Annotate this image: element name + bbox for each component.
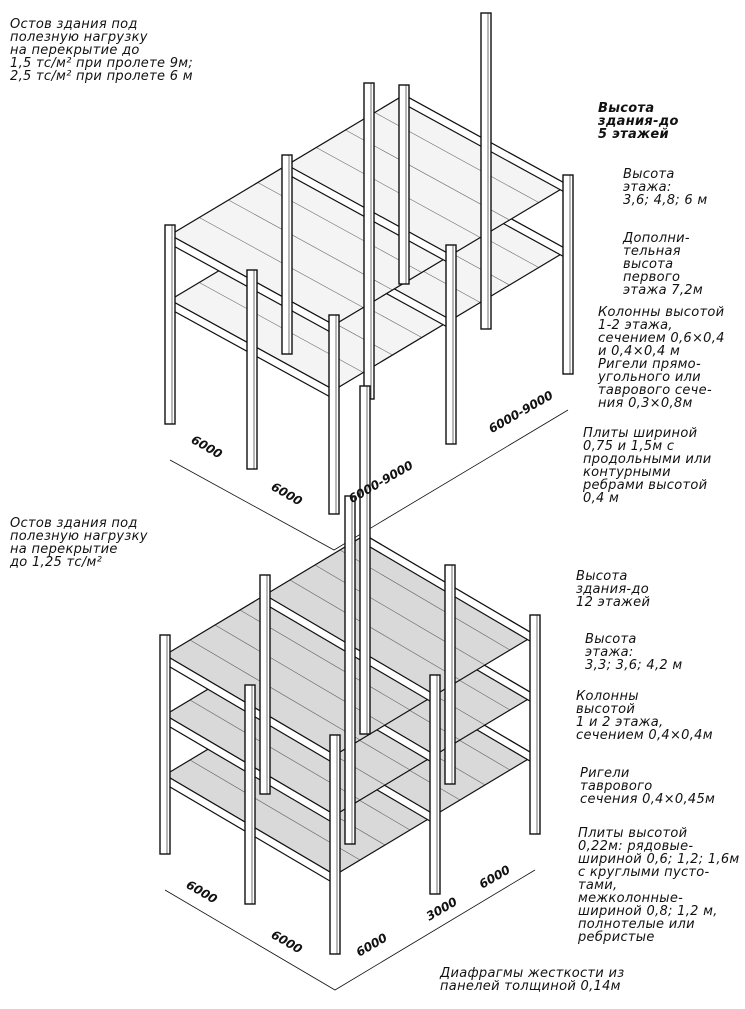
slab-rib — [316, 147, 481, 238]
top-note-floor-height: Высота этажа: 3,6; 4,8; 6 м — [623, 167, 708, 208]
column — [281, 154, 293, 355]
bottom-note-columns: Колонны высотой 1 и 2 этажа, сечением 0,… — [576, 689, 713, 743]
frame-bottom-12-storey — [159, 385, 541, 991]
top-note-columns-girders: Колонны высотой 1-2 этажа, сечением 0,6×… — [598, 305, 725, 411]
column — [359, 385, 371, 735]
slab-rib — [289, 579, 461, 681]
column — [445, 244, 457, 445]
column — [429, 674, 441, 895]
bottom-note-diaphragms: Диафрагмы жесткости из панелей толщиной … — [440, 966, 625, 994]
frame-top-5-storey — [164, 12, 574, 551]
bottom-note-slabs: Плиты высотой 0,22м: рядовые- шириной 0,… — [578, 826, 740, 945]
column — [328, 314, 340, 515]
column — [529, 614, 541, 835]
top-note-building-height: Высота здания-до 5 этажей — [598, 101, 679, 142]
top-frame-caption: Остов здания под полезную нагрузку на пе… — [10, 17, 194, 84]
column — [398, 84, 410, 285]
column — [480, 12, 492, 330]
slab-rib — [199, 217, 364, 308]
bottom-note-building-height: Высота здания-до 12 этажей — [576, 569, 651, 610]
slab-rib — [189, 639, 361, 741]
bottom-note-girders: Ригели таврового сечения 0,4×0,45м — [580, 766, 716, 807]
slab-rib — [214, 624, 386, 726]
column — [259, 574, 271, 795]
column — [363, 82, 375, 400]
column — [344, 495, 356, 845]
dimension-line — [164, 869, 536, 991]
slab-rib — [314, 564, 486, 666]
column — [159, 634, 171, 855]
dimension-line — [169, 409, 569, 551]
top-note-first-floor-height: Дополни- тельная высота первого этажа 7,… — [623, 231, 703, 298]
bottom-frame-caption: Остов здания под полезную нагрузку на пе… — [10, 516, 148, 570]
bottom-note-floor-height: Высота этажа: 3,3; 3,6; 4,2 м — [585, 632, 683, 673]
top-note-slabs: Плиты шириной 0,75 и 1,5м с продольными … — [583, 426, 712, 506]
column — [246, 269, 258, 470]
column — [244, 684, 256, 905]
column — [562, 174, 574, 375]
column — [329, 734, 341, 955]
column — [444, 564, 456, 785]
column — [164, 224, 176, 425]
